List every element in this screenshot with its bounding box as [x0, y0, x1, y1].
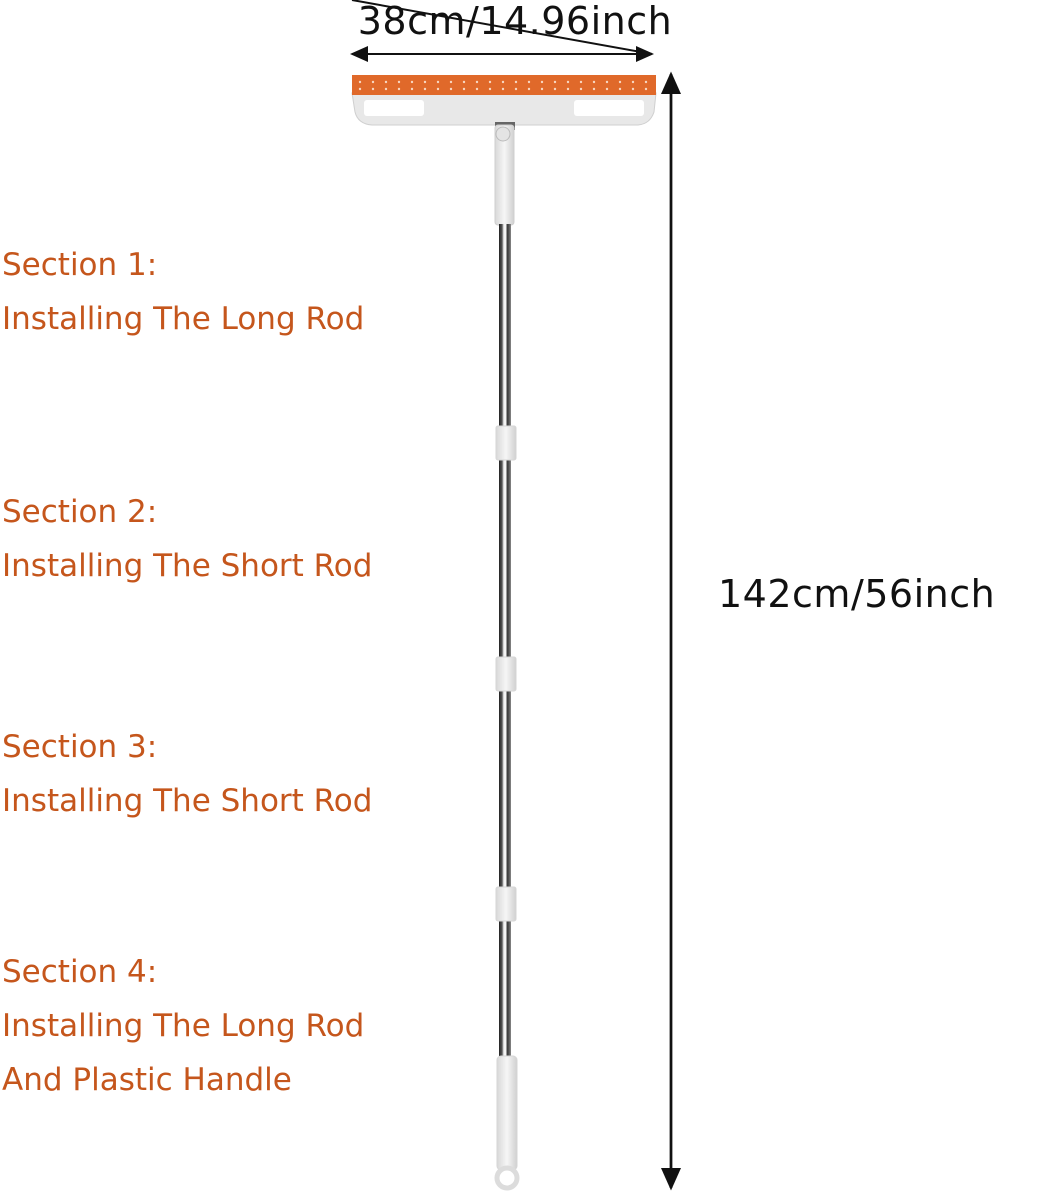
- section-description: Installing The Short Rod: [2, 548, 373, 584]
- blade-dots: [358, 80, 648, 91]
- section-title: Section 1:: [2, 247, 158, 283]
- section-title: Section 2:: [2, 494, 158, 530]
- section-4: Section 4: Installing The Long Rod And P…: [2, 945, 364, 1107]
- swivel-joint: [494, 122, 515, 226]
- section-1: Section 1: Installing The Long Rod: [2, 238, 364, 346]
- width-dimension-arrow: [350, 0, 654, 62]
- section-description: Installing The Long Rod: [2, 1008, 365, 1044]
- pole: [499, 224, 511, 1058]
- width-dimension-label: 38cm/14.96inch: [357, 0, 673, 43]
- section-title: Section 3:: [2, 729, 158, 765]
- section-description: Installing The Short Rod: [2, 783, 373, 819]
- section-description: Installing The Long Rod: [2, 301, 365, 337]
- pole-joints: [495, 425, 517, 922]
- section-2: Section 2: Installing The Short Rod: [2, 485, 372, 593]
- section-title: Section 4:: [2, 954, 158, 990]
- section-description-line-2: And Plastic Handle: [2, 1062, 292, 1098]
- squeegee-head: [351, 75, 657, 126]
- height-dimension-label: 142cm/56inch: [718, 572, 996, 616]
- plastic-handle: [494, 1055, 520, 1191]
- section-3: Section 3: Installing The Short Rod: [2, 720, 372, 828]
